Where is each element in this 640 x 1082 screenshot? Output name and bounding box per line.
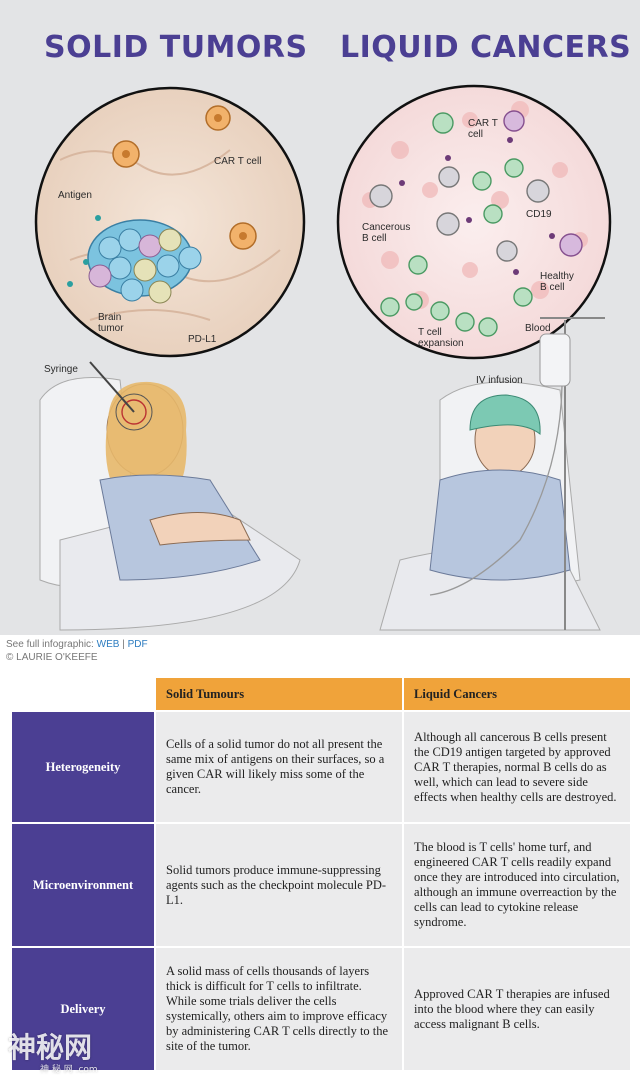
pdf-link[interactable]: PDF: [127, 639, 148, 650]
label-pd-l1: PD-L1: [188, 334, 217, 345]
watermark: 神秘网 神 秘 网 .com: [8, 1026, 98, 1075]
label-car-t-cell-liquid: CAR T cell: [468, 118, 498, 140]
label-t-cell-expansion: T cell expansion: [418, 327, 464, 349]
liquid-cancer-circle: [336, 84, 612, 360]
label-antigen: Antigen: [58, 190, 92, 201]
solid-tumor-circle: [34, 86, 306, 358]
row-header-microenvironment: Microenvironment: [12, 822, 154, 946]
table-row: Heterogeneity Cells of a solid tumor do …: [12, 710, 630, 822]
link-separator: |: [122, 639, 125, 650]
solid-tumor-patient: [39, 361, 301, 631]
cell-liquid-delivery: Approved CAR T therapies are infused int…: [402, 946, 630, 1070]
label-syringe: Syringe: [44, 364, 78, 375]
brain-tumor-cluster: [67, 215, 202, 304]
column-header-liquid: Liquid Cancers: [402, 678, 630, 710]
table-row: Microenvironment Solid tumors produce im…: [12, 822, 630, 946]
watermark-sub: 神 秘 网 .com: [40, 1065, 98, 1075]
label-healthy-b-cell: Healthy B cell: [540, 271, 574, 293]
liquid-cancers-heading: LIQUID CANCERS: [340, 30, 632, 65]
watermark-main: 神秘网: [8, 1031, 93, 1064]
web-link[interactable]: WEB: [96, 639, 120, 650]
label-iv-infusion: IV infusion: [476, 375, 523, 386]
label-brain-tumor: Brain tumor: [98, 312, 124, 334]
cell-liquid-microenvironment: The blood is T cells' home turf, and eng…: [402, 822, 630, 946]
table-header-row: Solid Tumours Liquid Cancers: [12, 678, 630, 710]
label-car-t-cell-solid: CAR T cell: [214, 156, 262, 167]
label-cancerous-b-cell: Cancerous B cell: [362, 222, 411, 244]
table-corner: [12, 678, 154, 710]
label-cd19: CD19: [526, 209, 552, 220]
column-header-solid: Solid Tumours: [154, 678, 403, 710]
cell-liquid-heterogeneity: Although all cancerous B cells present t…: [402, 710, 630, 822]
illustration-art: [34, 84, 612, 631]
comparison-table: Solid Tumours Liquid Cancers Heterogenei…: [12, 678, 630, 1070]
infographic-credits: See full infographic: WEB | PDF © LAURIE…: [6, 638, 148, 664]
cell-solid-heterogeneity: Cells of a solid tumor do not all presen…: [154, 710, 403, 822]
infographic-illustration: SOLID TUMORS LIQUID CANCERS: [0, 0, 640, 635]
copyright-text: © LAURIE O'KEEFE: [6, 652, 98, 663]
row-header-delivery: Delivery: [12, 946, 154, 1070]
row-header-heterogeneity: Heterogeneity: [12, 710, 154, 822]
solid-tumors-heading: SOLID TUMORS: [44, 30, 308, 65]
cell-solid-microenvironment: Solid tumors produce immune-suppressing …: [154, 822, 403, 946]
label-blood: Blood: [525, 323, 551, 334]
see-full-text: See full infographic:: [6, 639, 94, 650]
liquid-cancer-patient: [379, 317, 605, 631]
table-row: Delivery A solid mass of cells thousands…: [12, 946, 630, 1070]
cell-solid-delivery: A solid mass of cells thousands of layer…: [154, 946, 403, 1070]
